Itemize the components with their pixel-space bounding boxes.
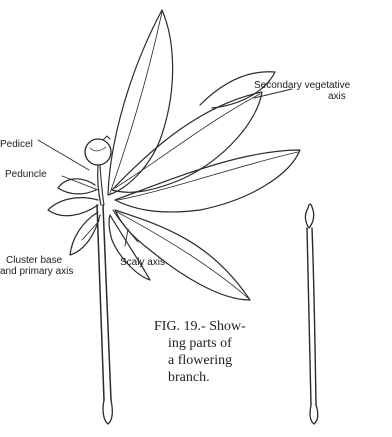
secondary-axis-label-line1: Secondary vegetative: [254, 80, 350, 91]
peduncle-label: Peduncle: [5, 169, 47, 180]
cluster-base-label: Cluster base and primary axis: [0, 255, 73, 277]
main-stem: [97, 205, 112, 424]
flower-head: [85, 136, 111, 205]
secondary-axis-label: Secondary vegetative axis: [254, 80, 350, 102]
scaly-axis-label: Scaly axis: [120, 257, 165, 268]
right-shoot: [305, 204, 317, 424]
pedicel-pointer: [38, 140, 89, 170]
caption-line1: FIG. 19.- Show-: [154, 318, 244, 335]
figure-caption: FIG. 19.- Show- ing parts of a flowering…: [154, 318, 244, 386]
cluster-base-label-line2: and primary axis: [0, 266, 73, 277]
caption-line3: a flowering: [154, 352, 244, 369]
caption-line4: branch.: [154, 369, 244, 386]
secondary-axis-label-line2: axis: [254, 91, 350, 102]
pedicel-label: Pedicel: [0, 139, 33, 150]
cluster-base-label-line1: Cluster base: [0, 255, 73, 266]
label-pointers: [38, 89, 292, 246]
caption-line2: ing parts of: [154, 335, 244, 352]
